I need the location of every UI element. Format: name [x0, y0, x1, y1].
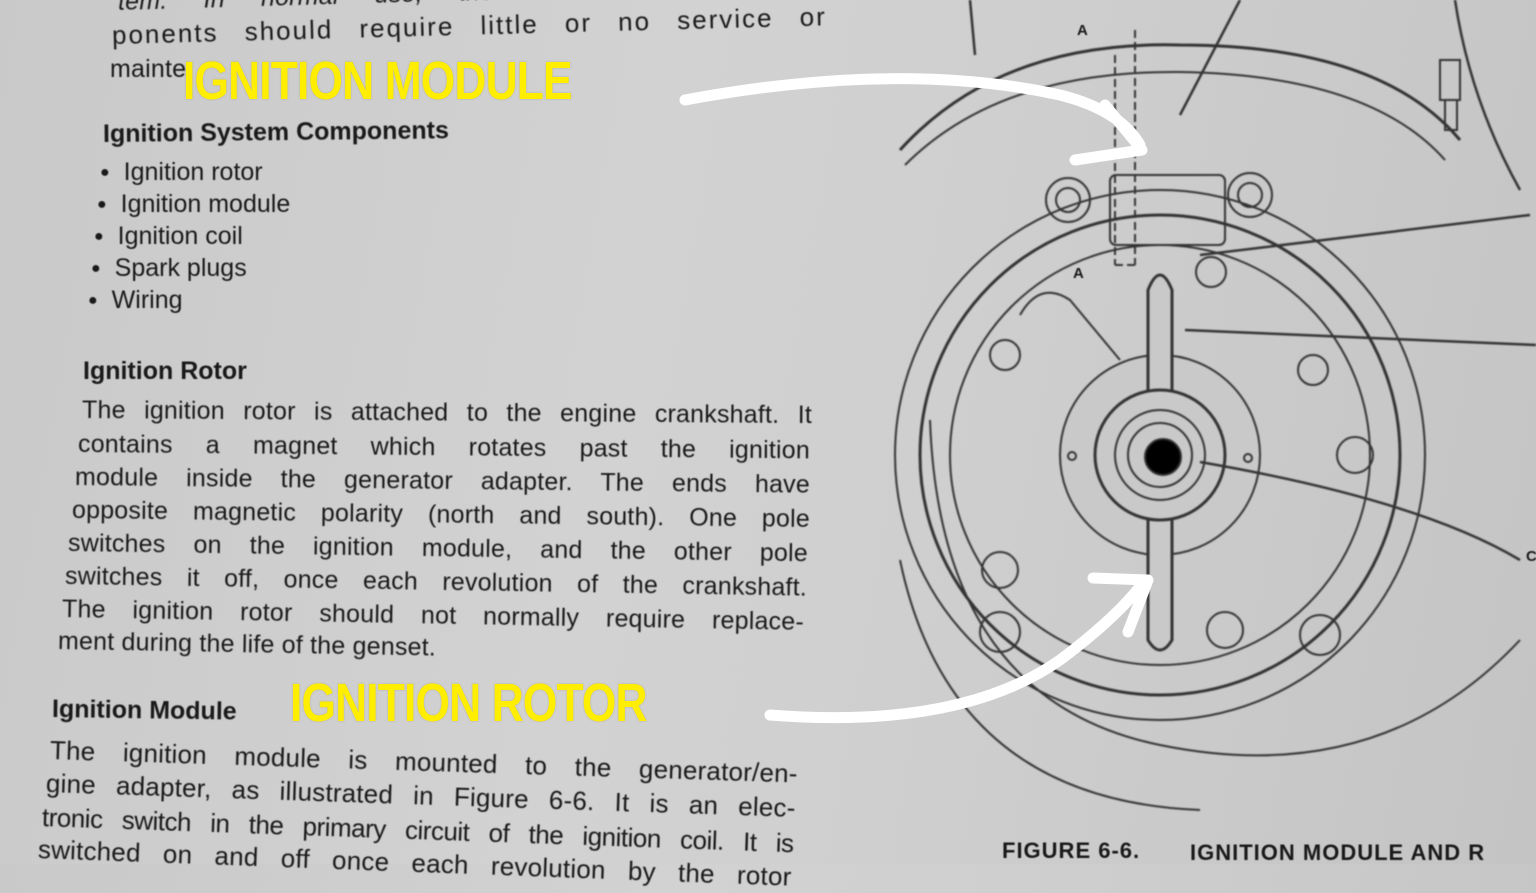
ignition-rotor-label: IGNITION ROTOR — [290, 673, 648, 733]
ignition-diagram — [894, 0, 1536, 811]
intro-line: mainte — [110, 55, 187, 83]
component-item: Ignition module — [97, 190, 291, 219]
component-item: Wiring — [88, 286, 183, 315]
component-item: Ignition coil — [94, 222, 243, 251]
ignition-module-label: IGNITION MODULE — [183, 51, 572, 111]
module-arrow-head — [1069, 99, 1148, 166]
section-label-a-bottom: A — [1073, 265, 1084, 282]
component-item: Spark plugs — [91, 254, 247, 283]
figure-caption-number: FIGURE 6-6. — [1002, 838, 1141, 863]
rotor-arrow-head — [1087, 572, 1154, 638]
section-label-a-top: A — [1077, 22, 1088, 39]
rotor-heading: Ignition Rotor — [83, 357, 247, 385]
module-arrow — [679, 73, 1146, 151]
figure-caption-title: IGNITION MODULE AND R — [1190, 840, 1486, 865]
section-label-c: C — [1526, 548, 1536, 565]
annotation-arrows — [0, 0, 1536, 864]
rotor-arrow — [764, 574, 1151, 724]
component-item: Ignition rotor — [100, 158, 263, 187]
